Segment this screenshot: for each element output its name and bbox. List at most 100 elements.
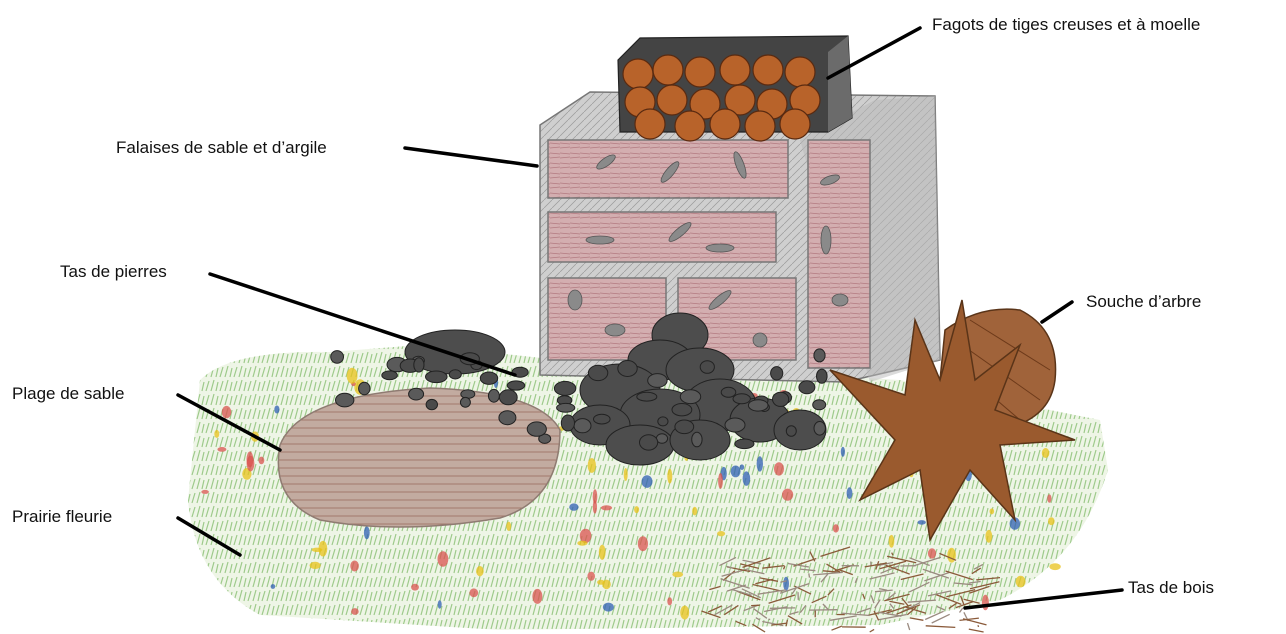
flower: [587, 572, 595, 581]
pebble: [331, 351, 344, 364]
flower: [928, 548, 936, 558]
flower: [347, 368, 358, 384]
flower: [624, 468, 628, 481]
flower: [672, 572, 683, 578]
pebble: [680, 390, 700, 404]
flower: [597, 580, 605, 585]
flower: [1049, 563, 1060, 570]
flower: [222, 406, 232, 418]
flower: [757, 456, 763, 471]
pebble: [640, 435, 658, 450]
label-fagots: Fagots de tiges creuses et à moelle: [932, 15, 1200, 35]
pebble: [426, 371, 448, 383]
flower: [1042, 448, 1050, 458]
stem-end: [780, 109, 810, 139]
pebble: [675, 420, 694, 434]
pebble: [460, 397, 470, 407]
stem-end: [720, 55, 750, 85]
flower: [532, 589, 542, 604]
pebble: [813, 400, 826, 410]
pebble: [817, 369, 828, 383]
flower: [599, 545, 606, 560]
pebble: [449, 370, 461, 379]
stem-end: [623, 59, 653, 89]
pebble: [499, 411, 516, 425]
flower: [217, 447, 226, 452]
pebble: [814, 349, 825, 362]
pebble: [557, 403, 575, 412]
pebble: [561, 415, 574, 431]
label-pierres: Tas de pierres: [60, 262, 167, 282]
flower: [1048, 517, 1055, 525]
stem-end: [657, 85, 687, 115]
flower: [588, 458, 596, 473]
flower: [603, 603, 614, 612]
flower: [1047, 494, 1051, 503]
flower: [718, 473, 723, 489]
hollow-stem-bundles: [618, 36, 852, 141]
stick: [960, 608, 963, 613]
stick: [963, 619, 986, 625]
flower: [351, 608, 359, 615]
flower: [259, 457, 265, 465]
pebble: [499, 390, 517, 405]
flower: [774, 462, 784, 475]
pebble: [735, 439, 754, 449]
label-bois: Tas de bois: [1128, 578, 1214, 598]
flower: [438, 600, 442, 608]
stem-end: [753, 55, 783, 85]
flower: [438, 551, 449, 567]
flower: [680, 606, 689, 620]
flower: [833, 524, 839, 532]
sand-clay-cliffs: [540, 92, 940, 382]
flower: [271, 584, 276, 589]
flower: [577, 541, 587, 546]
flower: [274, 406, 279, 414]
stem-end: [675, 111, 705, 141]
pebble: [588, 365, 607, 380]
flower: [506, 522, 511, 531]
pebble: [814, 422, 825, 436]
stick: [769, 564, 770, 567]
pebble: [771, 367, 783, 380]
stem-end: [710, 109, 740, 139]
flower: [642, 475, 653, 488]
flower: [783, 577, 789, 591]
pebble: [786, 426, 796, 437]
pebble: [507, 381, 524, 390]
flower: [717, 531, 725, 536]
pebble: [426, 399, 437, 409]
pebble: [721, 387, 736, 397]
stick: [751, 605, 760, 606]
flower: [841, 447, 845, 457]
label-falaises: Falaises de sable et d’argile: [116, 138, 327, 158]
flower: [310, 562, 321, 569]
flower: [990, 508, 995, 514]
flower: [847, 487, 853, 499]
flower: [692, 507, 697, 516]
pebble: [488, 389, 499, 402]
stem-end: [785, 57, 815, 87]
flower: [411, 584, 419, 591]
pebble: [594, 414, 611, 424]
pebble: [692, 432, 702, 447]
flower: [889, 535, 895, 548]
flower: [918, 520, 926, 525]
flower: [350, 561, 359, 572]
pebble: [461, 390, 475, 399]
stem-end: [635, 109, 665, 139]
label-prairie: Prairie fleurie: [12, 507, 112, 527]
stick: [926, 626, 956, 628]
flower: [247, 452, 254, 468]
stick: [978, 625, 979, 627]
pebble: [382, 371, 398, 380]
flower: [782, 489, 793, 501]
pebble: [658, 417, 668, 426]
flower: [947, 548, 956, 563]
flower: [1016, 576, 1026, 588]
stem-end: [745, 111, 775, 141]
label-plage: Plage de sable: [12, 384, 124, 404]
pebble: [414, 358, 424, 372]
pebble: [648, 374, 667, 388]
